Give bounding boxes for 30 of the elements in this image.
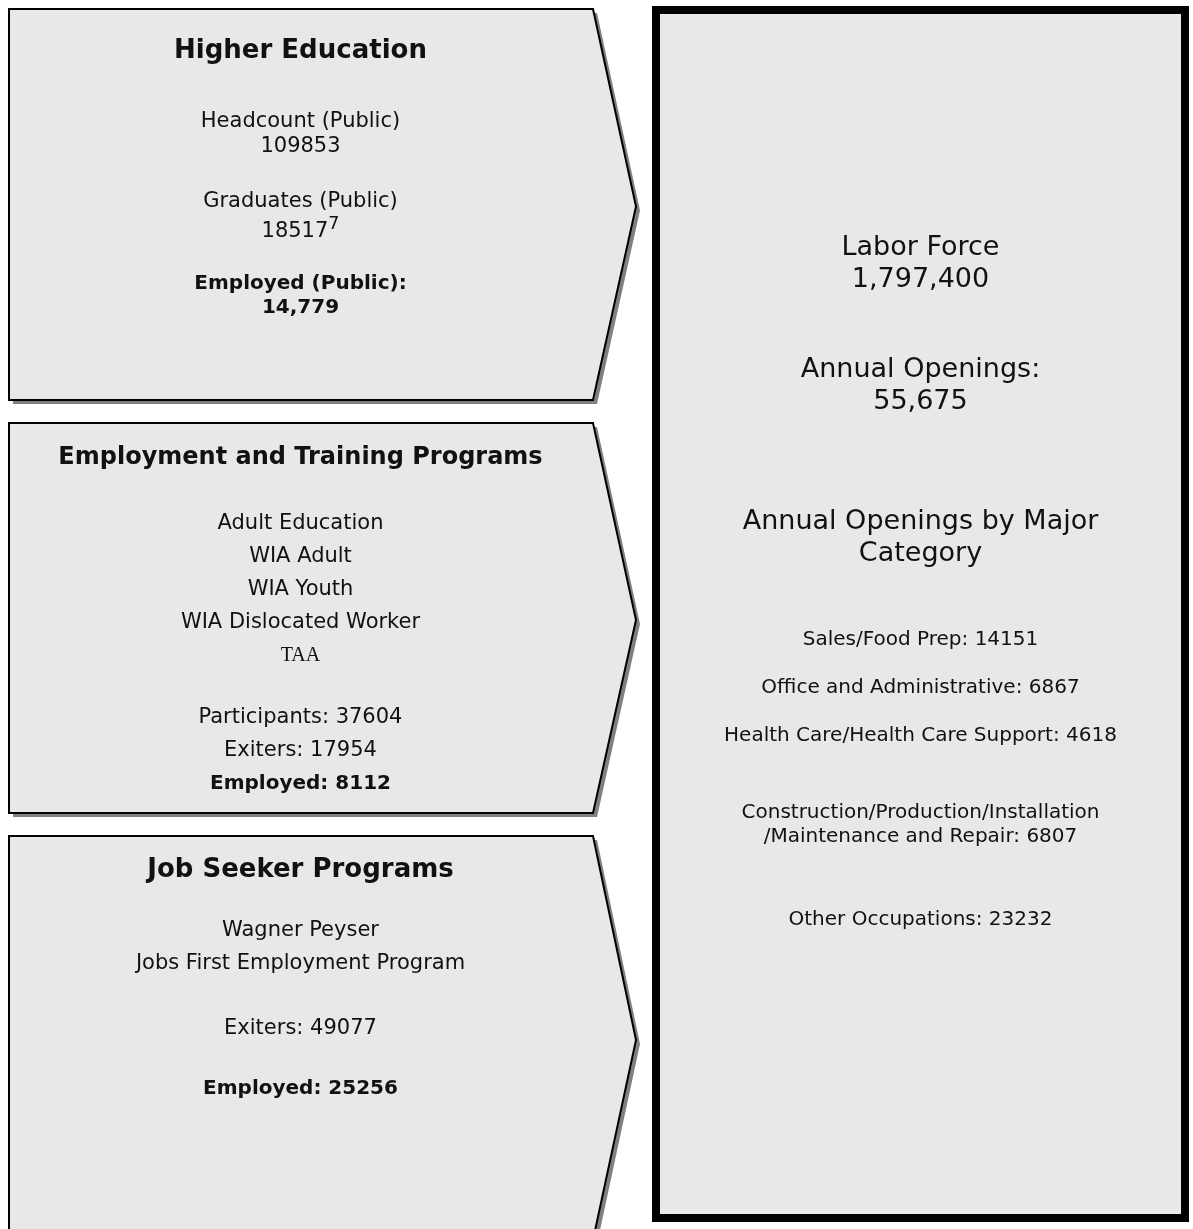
stat-text: Headcount (Public) 109853 bbox=[199, 108, 402, 159]
list-item: Jobs First Employment Program bbox=[135, 950, 466, 976]
stat-text: Exiters: 17954 bbox=[224, 737, 377, 763]
stat-text: Exiters: 49077 bbox=[224, 1015, 377, 1041]
stat-text: Employed: 25256 bbox=[203, 1075, 398, 1099]
stat-text: Participants: 37604 bbox=[198, 704, 403, 730]
box-heading: Employment and Training Programs bbox=[58, 442, 543, 471]
stat-text: Health Care/Health Care Support: 4618 bbox=[724, 722, 1117, 746]
chevron-box bbox=[8, 8, 640, 405]
summary-panel bbox=[652, 6, 1189, 1222]
chevron-box bbox=[8, 422, 640, 818]
stat-text: Construction/Production/Installation /Maintenance and Repair: 6807 bbox=[740, 799, 1101, 847]
list-item: Adult Education bbox=[217, 510, 384, 536]
stat-text: Labor Force 1,797,400 bbox=[840, 230, 1001, 295]
stat-text: Graduates (Public) 18517$^{7}$ bbox=[202, 188, 399, 244]
stat-text: Annual Openings: 55,675 bbox=[799, 352, 1042, 417]
stat-text: Office and Administrative: 6867 bbox=[761, 674, 1080, 698]
stat-text: Employed (Public): 14,779 bbox=[193, 270, 408, 318]
section-heading: Annual Openings by Major Category bbox=[741, 504, 1100, 569]
box-heading: Higher Education bbox=[174, 34, 427, 66]
chevron-box bbox=[8, 835, 640, 1229]
box-heading: Job Seeker Programs bbox=[147, 853, 454, 885]
list-item: WIA Youth bbox=[247, 576, 354, 602]
stat-text: Other Occupations: 23232 bbox=[788, 906, 1053, 930]
stat-text: Employed: 8112 bbox=[210, 770, 391, 794]
list-item: TAA bbox=[280, 642, 321, 666]
list-item: WIA Dislocated Worker bbox=[180, 609, 421, 635]
list-item: WIA Adult bbox=[249, 543, 352, 569]
list-item: Wagner Peyser bbox=[222, 917, 379, 943]
stat-text: Sales/Food Prep: 14151 bbox=[802, 626, 1039, 650]
